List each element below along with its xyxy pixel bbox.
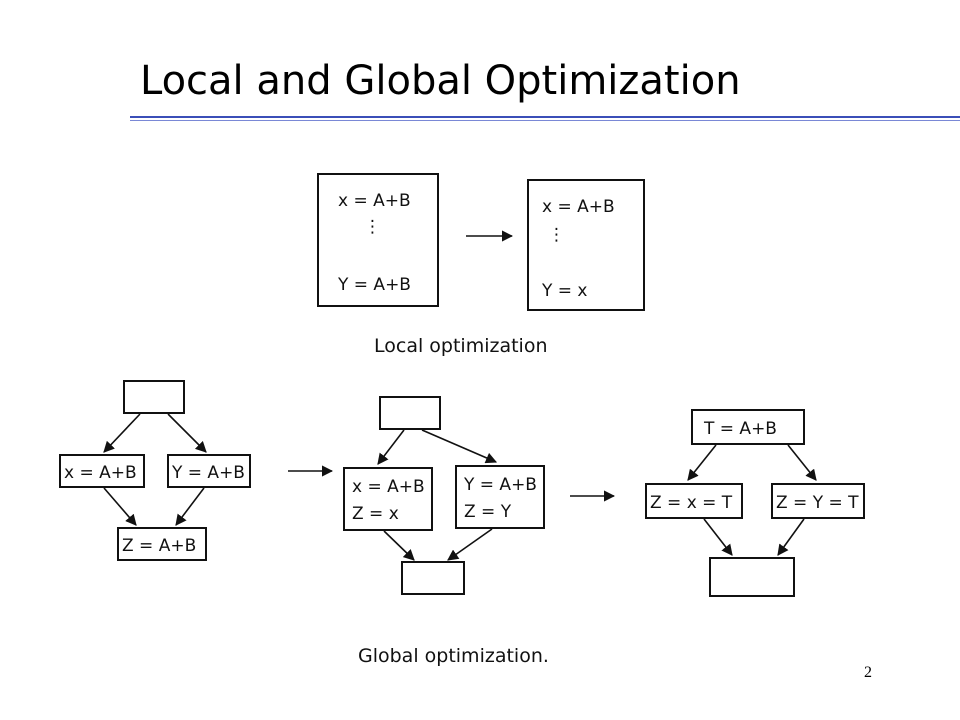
local-before-box [317, 173, 439, 307]
g2-left-text1: x = A+B [352, 477, 425, 497]
edge [703, 518, 733, 556]
edge [175, 487, 205, 526]
g1-right-block [167, 454, 251, 488]
local-caption: Local optimization [374, 335, 548, 357]
g3-top-block [691, 409, 805, 445]
g1-entry-block [123, 380, 185, 414]
global-after-graph: T = A+B Z = x = T Z = Y = T [645, 409, 865, 597]
g1-right-text: Y = A+B [171, 463, 245, 483]
g2-right-text1: Y = A+B [463, 475, 537, 495]
page-number: 2 [864, 664, 872, 681]
edge [377, 429, 405, 465]
g1-left-text: x = A+B [64, 463, 137, 483]
g2-left-text2: Z = x [352, 504, 399, 524]
edge [167, 413, 207, 453]
g2-right-block [455, 465, 545, 529]
local-after-box [527, 179, 645, 311]
local-before-line1: x = A+B [338, 191, 411, 211]
g1-bottom-text: Z = A+B [122, 536, 196, 556]
ellipsis: ⋮ [548, 225, 565, 245]
title-underline [130, 116, 960, 118]
edge [447, 528, 493, 561]
g3-right-text: Z = Y = T [776, 493, 859, 513]
g3-right-block [771, 483, 865, 519]
local-after-line2: Y = x [541, 281, 588, 301]
edge [787, 444, 817, 481]
g1-left-block [59, 454, 145, 488]
edge [103, 413, 141, 453]
g2-exit-block [401, 561, 465, 595]
global-middle-graph: x = A+B Z = x Y = A+B Z = Y [343, 396, 545, 595]
global-before-graph: x = A+B Y = A+B Z = A+B [59, 380, 251, 561]
slide-title: Local and Global Optimization [140, 58, 741, 104]
g1-bottom-block [117, 527, 207, 561]
g3-exit-block [709, 557, 795, 597]
ellipsis: ⋮ [364, 217, 381, 237]
edge [103, 487, 137, 526]
title-underline-thin [130, 120, 960, 121]
global-caption: Global optimization. [358, 645, 549, 667]
g2-left-block [343, 467, 433, 531]
local-before-block: x = A+B ⋮ Y = A+B [317, 173, 439, 307]
g3-left-text: Z = x = T [650, 493, 733, 513]
g2-entry-block [379, 396, 441, 430]
edge [777, 518, 805, 556]
local-before-line2: Y = A+B [337, 275, 411, 295]
g3-left-block [645, 483, 743, 519]
local-after-line1: x = A+B [542, 197, 615, 217]
g3-top-text: T = A+B [703, 419, 777, 439]
edge [383, 530, 415, 561]
edge [687, 444, 717, 481]
edge [421, 429, 498, 464]
g2-right-text2: Z = Y [464, 502, 512, 522]
local-after-block: x = A+B ⋮ Y = x [527, 179, 645, 311]
